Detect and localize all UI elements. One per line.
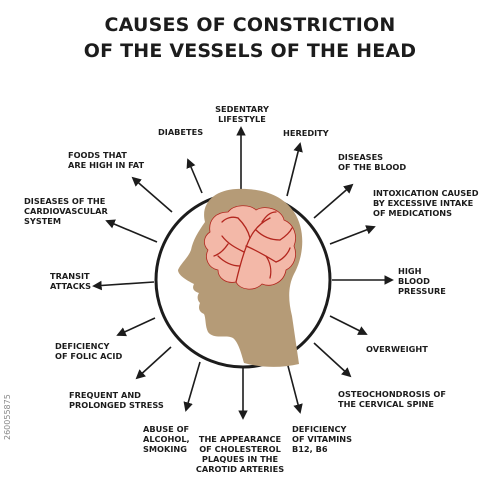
arrow-vitamin-deficiency: [286, 361, 303, 414]
cause-fatty-foods: FOODS THAT ARE HIGH IN FAT: [68, 150, 145, 170]
cause-intoxication: INTOXICATION CAUSED BY EXCESSIVE INTAKE …: [373, 188, 479, 218]
arrow-blood-diseases: [313, 183, 354, 219]
cause-stress: FREQUENT AND PROLONGED STRESS: [69, 390, 164, 410]
cause-blood-diseases: DISEASES OF THE BLOOD: [338, 152, 407, 172]
arrow-alcohol-smoking: [183, 361, 201, 412]
blood-vessels: [213, 211, 293, 283]
cause-sedentary: SEDENTARY LIFESTYLE: [215, 104, 269, 124]
arrow-osteochondrosis: [313, 342, 352, 378]
arrow-folic-acid-deficiency: [116, 317, 156, 337]
stock-id: 260055875: [3, 394, 12, 440]
arrow-diabetes: [186, 158, 203, 194]
cause-heredity: HEREDITY: [283, 128, 329, 138]
arrow-heredity: [286, 142, 303, 197]
cause-transit-attacks: TRANSIT ATTACKS: [50, 271, 92, 291]
cause-osteochondrosis: OSTEOCHONDROSIS OF THE CERVICAL SPINE: [338, 389, 446, 409]
cause-alcohol-smoking: ABUSE OF ALCOHOL, SMOKING: [143, 424, 190, 454]
cause-overweight: OVERWEIGHT: [366, 344, 428, 354]
arrow-stress: [135, 346, 172, 380]
cause-diabetes: DIABETES: [158, 127, 204, 137]
cause-high-blood-pressure: HIGH BLOOD PRESSURE: [398, 266, 446, 296]
cause-cholesterol-plaques: THE APPEARANCE OF CHOLESTEROL PLAQUES IN…: [195, 434, 285, 474]
arrow-transit-attacks: [92, 280, 155, 291]
arrow-overweight: [329, 315, 368, 335]
arrow-cardiovascular: [105, 219, 158, 243]
title-line-2: OF THE VESSELS OF THE HEAD: [83, 40, 417, 62]
title-line-1: CAUSES OF CONSTRICTION: [104, 14, 396, 36]
cause-arrows: [92, 126, 394, 420]
cause-folic-acid-deficiency: DEFICIENCY OF FOLIC ACID: [55, 341, 123, 361]
cause-vitamin-deficiency: DEFICIENCY OF VITAMINS B12, B6: [292, 424, 353, 454]
arrow-fatty-foods: [131, 176, 173, 213]
cause-cardiovascular: DISEASES OF THE CARDIOVASCULAR SYSTEM: [24, 196, 108, 226]
arrow-intoxication: [329, 225, 376, 245]
